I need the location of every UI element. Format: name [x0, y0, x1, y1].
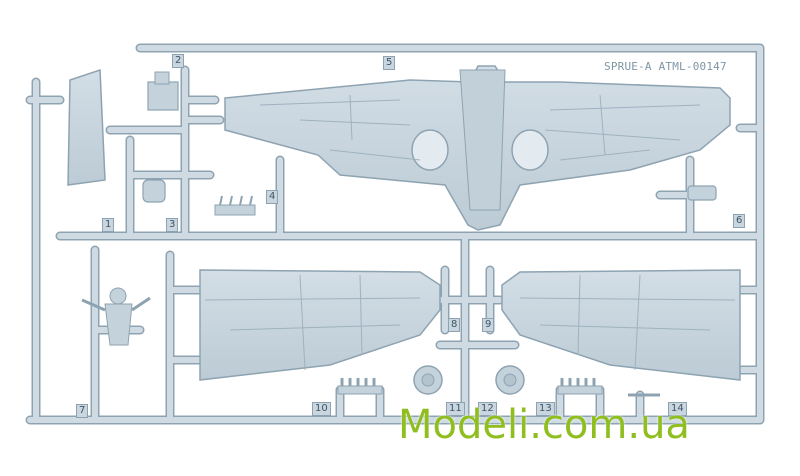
watermark-text: Modeli.com.ua: [398, 402, 690, 448]
upper-left-wing-part: [199, 269, 441, 381]
part-number-11: 11: [446, 402, 465, 416]
part-3-seat: [142, 179, 166, 203]
part-1-panel: [67, 68, 106, 186]
part-number-4: 4: [266, 190, 279, 204]
part-number-1: 1: [102, 218, 115, 232]
part-number-9: 9: [482, 318, 495, 332]
part-number-8: 8: [448, 318, 461, 332]
lower-wing-part: [224, 65, 731, 231]
upper-right-wing-part: [501, 269, 741, 381]
part-number-13: 13: [536, 402, 555, 416]
part-number-14: 14: [668, 402, 687, 416]
part-6-block: [687, 185, 717, 201]
sprue-runners-fill: [27, 45, 763, 423]
sprue-header-text: SPRUE-A ATML-00147: [604, 60, 727, 73]
part-number-7: 7: [76, 404, 89, 418]
part-number-2: 2: [172, 54, 185, 68]
part-number-10: 10: [312, 402, 331, 416]
part-number-12: 12: [478, 402, 497, 416]
part-number-3: 3: [166, 218, 179, 232]
part-2-assembly: [147, 71, 179, 111]
part-number-6: 6: [733, 214, 746, 228]
exhaust-parts: [337, 378, 660, 397]
part-4-comb: [214, 195, 256, 216]
pilot-figure-part: [81, 287, 151, 346]
wheel-parts: [413, 365, 525, 395]
part-number-5: 5: [383, 56, 396, 70]
